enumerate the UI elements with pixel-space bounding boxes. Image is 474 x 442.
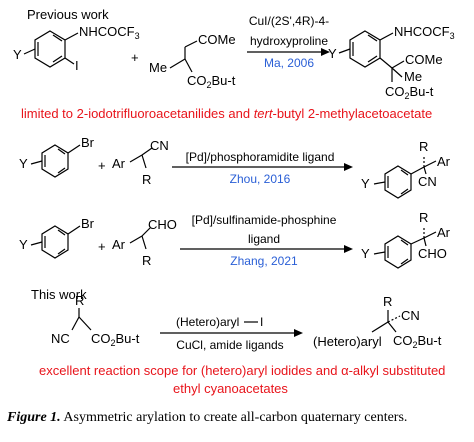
ketone-label: COMe — [198, 32, 236, 47]
zhou-product-cn: CN — [418, 174, 437, 189]
conditions-this-work: CuCl, amide ligands — [176, 338, 283, 352]
limitation-note: limited to 2-iodotrifluoroacetanilides a… — [21, 106, 432, 121]
product-ketone-label: COMe — [405, 52, 443, 67]
product-heteroaryl: (Hetero)aryl — [313, 334, 382, 349]
arrowhead-ma — [321, 48, 330, 56]
arrowhead-zhang — [344, 245, 353, 253]
reference-zhang: Zhang, 2021 — [230, 254, 298, 268]
product-alkyl: R — [383, 294, 392, 309]
zhang-aryl-label: Ar — [112, 237, 126, 252]
product-amide-label: NHCOCF3 — [394, 24, 455, 41]
conditions-zhang-line1: [Pd]/sulfinamide-phosphine — [192, 213, 337, 227]
product-ester-label: CO2Bu-t — [385, 84, 434, 101]
iodo-label: I — [75, 58, 79, 73]
conditions-zhou: [Pd]/phosphoramidite ligand — [186, 150, 335, 164]
zhang-bromo-label: Br — [81, 216, 95, 231]
zhou-substituent-y: Y — [19, 156, 28, 171]
methyl-label: Me — [149, 60, 167, 75]
zhou-arylacetonitrile-skeleton — [129, 147, 153, 169]
zhou-product-ar: Ar — [437, 154, 451, 169]
reagent-iodide: I — [260, 315, 263, 329]
zhou-product-r: R — [419, 139, 428, 154]
reagent-heteroaryl: (Hetero)aryl — [176, 315, 239, 329]
scope-note-line1: excellent reaction scope for (hetero)ary… — [39, 363, 445, 378]
reference-ma: Ma, 2006 — [264, 56, 314, 70]
arrowhead-zhou — [344, 163, 353, 171]
reference-zhou: Zhou, 2016 — [230, 172, 291, 186]
ester-label: CO2Bu-t — [187, 73, 236, 90]
cyanoacetate-nitrile: NC — [51, 331, 70, 346]
zhou-aryl-label: Ar — [112, 156, 126, 171]
amide-group-label: NHCOCF3 — [79, 24, 140, 41]
conditions-zhang-line2: ligand — [248, 232, 280, 246]
arrowhead-this-work — [294, 329, 303, 337]
cyanoacetate-skeleton — [71, 308, 92, 331]
zhang-bromoarene-ring — [30, 225, 81, 259]
zhang-arylacetaldehyde-skeleton — [129, 227, 151, 250]
zhou-plus-sign: + — [98, 158, 106, 173]
cyanoacetate-ester: CO2Bu-t — [91, 331, 140, 348]
iodoanilide-ring — [23, 30, 79, 68]
zhou-alkyl-label: R — [142, 172, 151, 187]
product-substituent-y: Y — [328, 46, 337, 61]
conditions-ma-line1: CuI/(2S',4R)-4- — [249, 14, 329, 28]
scope-note-line2: ethyl cyanoacetates — [173, 381, 288, 396]
zhou-nitrile-label: CN — [150, 138, 169, 153]
conditions-ma-line2: hydroxyproline — [250, 34, 328, 48]
zhang-product-cho: CHO — [418, 246, 447, 261]
figure-caption: Figure 1. Asymmetric arylation to create… — [6, 410, 407, 425]
ma-product-ring — [338, 30, 405, 82]
product-methyl-label: Me — [404, 69, 422, 84]
zhang-alkyl-label: R — [142, 253, 151, 268]
product-ester: CO2Bu-t — [393, 333, 442, 350]
zhang-substituent-y: Y — [19, 237, 28, 252]
zhou-product-y: Y — [361, 176, 370, 191]
acetoacetate-skeleton — [169, 40, 198, 73]
zhang-product-y: Y — [361, 246, 370, 261]
zhang-aldehyde-label: CHO — [148, 217, 177, 232]
product-nitrile: CN — [401, 308, 420, 323]
this-work-heading: This work — [31, 287, 87, 302]
zhang-product-ring — [373, 226, 437, 269]
zhou-bromoarene-ring — [30, 144, 81, 178]
cyanoacetate-alkyl: R — [75, 293, 84, 308]
previous-work-heading: Previous work — [27, 7, 109, 22]
zhou-bromo-label: Br — [81, 135, 95, 150]
zhang-plus-sign: + — [98, 239, 106, 254]
plus-sign: + — [131, 50, 139, 65]
zhang-product-ar: Ar — [437, 225, 451, 240]
zhou-product-ring — [373, 155, 437, 199]
ring-substituent-y: Y — [13, 47, 22, 62]
zhang-product-r: R — [419, 210, 428, 225]
this-work-product-skeleton — [371, 310, 401, 333]
